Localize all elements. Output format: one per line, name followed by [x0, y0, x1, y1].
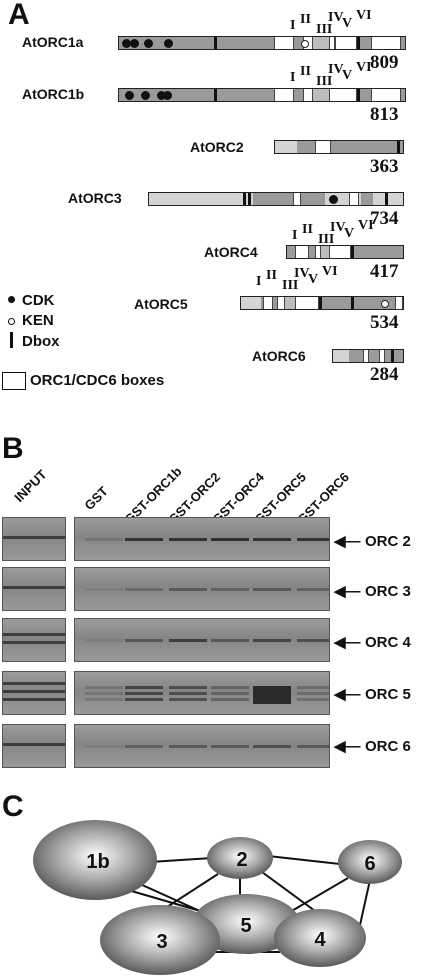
legend-ken: KEN [22, 312, 54, 329]
row-label-orc5: ◀— ORC 5 [334, 686, 411, 703]
protein-bar-orc6 [332, 349, 404, 363]
lane-label-gst: GST [81, 483, 111, 513]
arrow-left-icon: ◀— [334, 686, 361, 703]
panel-c-letter: C [2, 790, 24, 823]
arrow-left-icon: ◀— [334, 583, 361, 600]
protein-bar-orc2 [274, 140, 404, 154]
cdk-dot-icon [8, 296, 15, 303]
protein-length-orc5: 534 [370, 312, 399, 333]
gel-pulldown-row-4 [74, 671, 330, 715]
protein-bar-orc1a [118, 36, 406, 50]
motif-labels-orc4: I II III IV V VI [292, 218, 374, 247]
protein-label-orc1b: AtORC1b [22, 86, 85, 102]
edge-1b-5 [139, 883, 203, 913]
gel-input-row-3 [2, 618, 66, 662]
protein-label-orc1a: AtORC1a [22, 34, 84, 50]
protein-label-orc4: AtORC4 [204, 244, 258, 260]
lane-label-input: INPUT [11, 466, 50, 505]
node-label-1b: 1b [86, 851, 109, 873]
row-label-orc6: ◀— ORC 6 [334, 738, 411, 755]
gel-input-row-5 [2, 724, 66, 768]
gel-input-row-1 [2, 517, 66, 561]
edge-2-6 [267, 855, 341, 865]
node-2 [207, 837, 273, 879]
gel-input-row-4 [2, 671, 66, 715]
protein-bar-orc1b [118, 88, 406, 102]
motif-labels-orc1b: I II III IV V VI [290, 60, 372, 89]
panel-a-letter: A [8, 0, 30, 31]
arrow-left-icon: ◀— [334, 533, 361, 550]
edge-1b-2 [149, 857, 213, 863]
protein-length-orc3: 734 [370, 208, 399, 229]
protein-length-orc1b: 813 [370, 104, 399, 125]
ken-ring-icon [8, 318, 15, 325]
gel-pulldown-row-3 [74, 618, 330, 662]
protein-label-orc6: AtORC6 [252, 348, 306, 364]
row-label-orc2: ◀— ORC 2 [334, 533, 411, 550]
gel-pulldown-row-1 [74, 517, 330, 561]
motif-labels-orc1a: I II III IV V VI [290, 8, 372, 37]
node-1b [33, 820, 157, 900]
arrow-left-icon: ◀— [334, 738, 361, 755]
node-label-6: 6 [364, 853, 375, 875]
protein-length-orc4: 417 [370, 261, 399, 282]
legend-cdk: CDK [22, 292, 55, 309]
gel-pulldown-row-2 [74, 567, 330, 611]
node-4 [274, 909, 366, 967]
protein-bar-orc4 [286, 245, 404, 259]
node-3 [100, 905, 220, 975]
legend-dbox: Dbox [22, 333, 60, 350]
row-label-orc4: ◀— ORC 4 [334, 634, 411, 651]
protein-bar-orc5 [240, 296, 404, 310]
node-label-2: 2 [236, 849, 247, 871]
protein-label-orc3: AtORC3 [68, 190, 122, 206]
motif-legend: CDK KEN Dbox ORC1/CDC6 boxes [2, 290, 208, 400]
row-label-orc3: ◀— ORC 3 [334, 583, 411, 600]
dbox-bar-icon [10, 332, 13, 348]
node-label-5: 5 [240, 915, 251, 937]
interaction-network: 1b 2 5 3 4 6 [33, 820, 402, 975]
gel-pulldown-row-5 [74, 724, 330, 768]
box-square-icon [2, 372, 26, 390]
protein-length-orc6: 284 [370, 364, 399, 385]
motif-labels-orc5: I II III IV V VI [256, 264, 338, 293]
edge-5-6 [289, 877, 349, 913]
network-nodes [33, 820, 402, 975]
protein-bar-orc3 [148, 192, 404, 206]
arrow-left-icon: ◀— [334, 634, 361, 651]
node-label-4: 4 [314, 929, 326, 951]
gel-input-row-2 [2, 567, 66, 611]
protein-length-orc1a: 809 [370, 52, 399, 73]
node-label-3: 3 [156, 931, 167, 953]
protein-label-orc2: AtORC2 [190, 139, 244, 155]
legend-boxes: ORC1/CDC6 boxes [30, 372, 165, 389]
node-6 [338, 840, 402, 884]
protein-length-orc2: 363 [370, 156, 399, 177]
protein-label-orc5: AtORC5 [134, 296, 188, 312]
panel-b-letter: B [2, 432, 24, 465]
